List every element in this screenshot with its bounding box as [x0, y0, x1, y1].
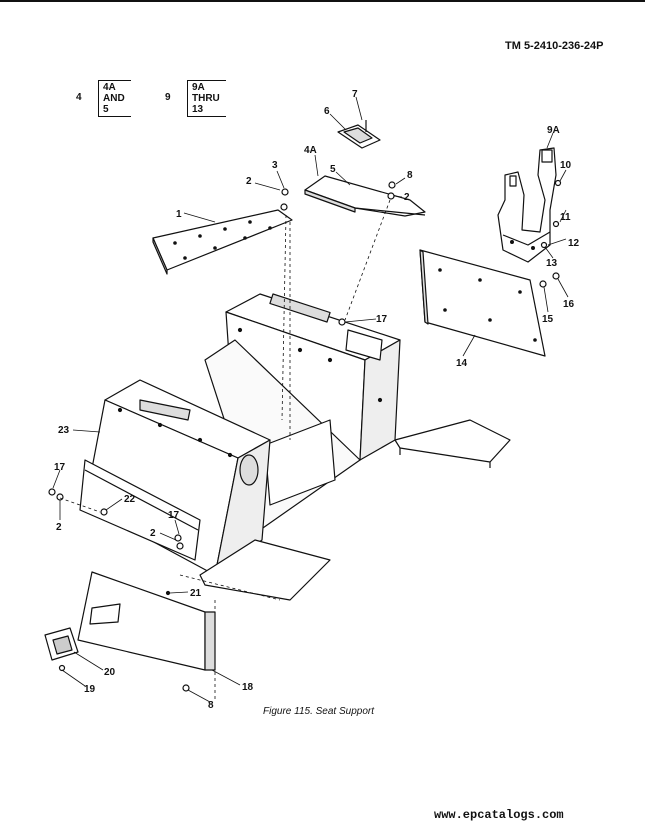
callout-5: 5	[330, 164, 336, 175]
callout-2: 2	[246, 176, 252, 187]
callout-2: 2	[404, 192, 410, 203]
callout-18: 18	[242, 682, 254, 693]
reference-lines: 9A THRU 13	[187, 80, 226, 117]
callout-16: 16	[563, 299, 575, 310]
document-id: TM 5-2410-236-24P	[505, 40, 604, 52]
callout-12: 12	[568, 238, 580, 249]
hardware-fasteners	[48, 179, 562, 692]
callout-9a: 9A	[547, 125, 560, 136]
callout-labels: 1 2 3 4A 5 6 7 8 2 9A 10 11 12 13 14 15 …	[54, 89, 580, 711]
callout-17: 17	[168, 510, 180, 521]
callout-17: 17	[376, 314, 388, 325]
reference-line: 13	[192, 104, 204, 115]
callout-20: 20	[104, 667, 116, 678]
reference-line: THRU	[192, 93, 220, 104]
callout-19: 19	[84, 684, 96, 695]
callout-17: 17	[54, 462, 66, 473]
callout-13: 13	[546, 258, 558, 269]
reference-line: 9A	[192, 82, 205, 93]
bracket-part-9a	[497, 147, 557, 263]
reference-line: 4A	[103, 82, 116, 93]
callout-22: 22	[124, 494, 136, 505]
callout-14: 14	[456, 358, 468, 369]
reference-line: 5	[103, 104, 109, 115]
callout-10: 10	[560, 160, 572, 171]
callout-23: 23	[58, 425, 70, 436]
figure-caption: Figure 115. Seat Support	[263, 706, 374, 717]
bracket-plate-part-4a	[304, 175, 426, 217]
callout-2: 2	[56, 522, 62, 533]
top-rule	[0, 0, 645, 2]
callout-8: 8	[407, 170, 413, 181]
plate-part-1	[152, 209, 293, 275]
callout-2: 2	[150, 528, 156, 539]
footer-url: www.epcatalogs.com	[434, 808, 564, 822]
callout-8: 8	[208, 700, 214, 711]
reference-number: 4	[76, 92, 82, 103]
callout-3: 3	[272, 160, 278, 171]
leader-lines	[52, 96, 569, 703]
door-panel-part-18	[77, 571, 216, 671]
reference-lines: 4A AND 5	[98, 80, 131, 117]
reference-line: AND	[103, 93, 125, 104]
callout-4a: 4A	[304, 145, 317, 156]
callout-7: 7	[352, 89, 358, 100]
clamp-part-6	[337, 120, 381, 149]
callout-6: 6	[324, 106, 330, 117]
assembly-lines	[59, 199, 391, 700]
seat-support-body	[79, 293, 511, 601]
callout-11: 11	[560, 212, 571, 223]
callout-1: 1	[176, 209, 182, 220]
panel-part-14	[419, 249, 546, 357]
latch-plate-part-20	[44, 627, 79, 661]
callout-21: 21	[190, 588, 202, 599]
callout-15: 15	[542, 314, 554, 325]
reference-number: 9	[165, 92, 171, 103]
